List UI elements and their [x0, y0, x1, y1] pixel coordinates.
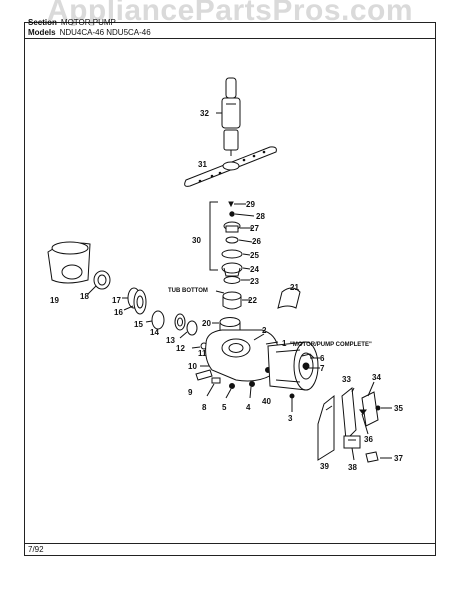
part-label-2: 2: [262, 326, 267, 335]
diagram-frame: [24, 22, 436, 556]
part-label-24: 24: [250, 265, 259, 274]
part-label-3: 3: [288, 414, 293, 423]
part-31-drawing: [184, 146, 277, 187]
part-label-32: 32: [200, 109, 209, 118]
part-label-36: 36: [364, 435, 373, 444]
part-label-28: 28: [256, 212, 265, 221]
part-label-6: 6: [320, 354, 325, 363]
part-label-9: 9: [188, 388, 193, 397]
part-label-18: 18: [80, 292, 89, 301]
part-label-22: 22: [248, 296, 257, 305]
part-label-21: 21: [290, 283, 299, 292]
part-label-34: 34: [372, 373, 381, 382]
section-value: MOTOR PUMP: [60, 18, 116, 27]
part-label-19: 19: [50, 296, 59, 305]
part-label-16: 16: [114, 308, 123, 317]
motor-pump-complete-note: "MOTOR/PUMP COMPLETE": [290, 342, 372, 348]
revision-date: 7/92: [28, 545, 44, 554]
models-value: NDU4CA-46 NDU5CA-46: [59, 28, 151, 37]
part-label-14: 14: [150, 328, 159, 337]
part-label-10: 10: [188, 362, 197, 371]
part-label-23: 23: [250, 277, 259, 286]
part-label-7: 7: [320, 364, 325, 373]
part-label-35: 35: [394, 404, 403, 413]
part-label-27: 27: [250, 224, 259, 233]
part-label-31: 31: [198, 160, 207, 169]
part-label-30: 30: [192, 236, 201, 245]
part-label-39: 39: [320, 462, 329, 471]
part-label-37: 37: [394, 454, 403, 463]
part-label-1: 1: [282, 339, 287, 348]
part-label-40: 40: [262, 397, 271, 406]
part-label-20: 20: [202, 319, 211, 328]
part-label-33: 33: [342, 375, 351, 384]
part-label-13: 13: [166, 336, 175, 345]
models-label: Models: [28, 28, 56, 37]
part-label-5: 5: [222, 403, 227, 412]
part-label-25: 25: [250, 251, 259, 260]
part-label-15: 15: [134, 320, 143, 329]
part-label-12: 12: [176, 344, 185, 353]
part-label-17: 17: [112, 296, 121, 305]
part-label-4: 4: [246, 403, 251, 412]
part-label-38: 38: [348, 463, 357, 472]
section-label: Section: [28, 18, 57, 27]
part-32-drawing: [216, 77, 241, 156]
tub-bottom-note: TUB BOTTOM: [168, 288, 208, 294]
part-label-26: 26: [252, 237, 261, 246]
footer-divider: [24, 543, 436, 544]
part-label-8: 8: [202, 403, 207, 412]
motor-drawing: [267, 341, 319, 391]
pump-housing-drawing: [205, 329, 279, 382]
header-divider: [24, 38, 436, 39]
part-label-11: 11: [198, 349, 207, 358]
part-19-drawing: [47, 241, 91, 284]
part-label-29: 29: [246, 200, 255, 209]
